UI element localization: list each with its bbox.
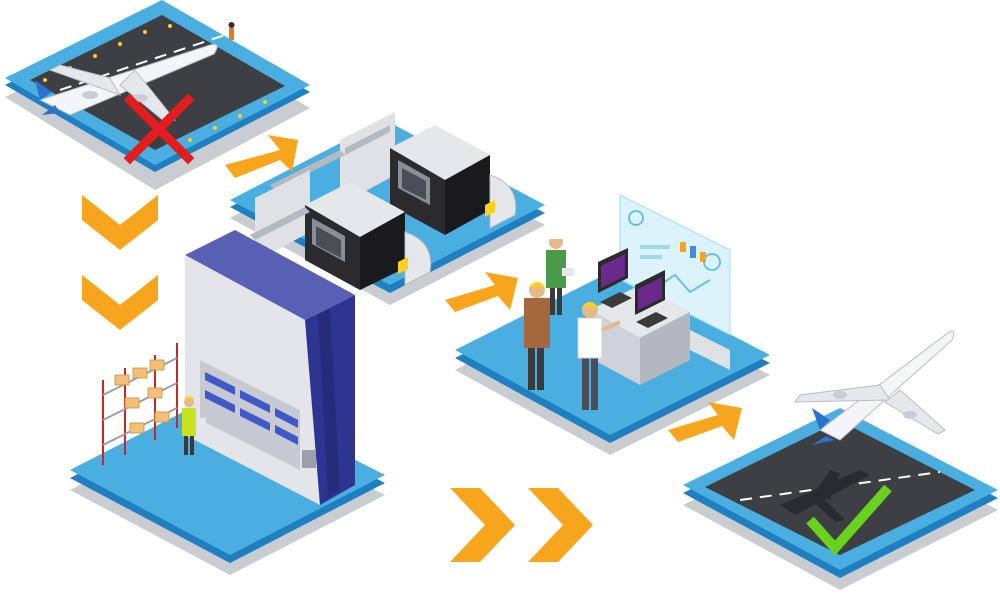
- technician-figure: [577, 302, 621, 410]
- chevron-arrow-icon: [528, 488, 593, 562]
- ground-crew-figure: [228, 22, 235, 40]
- runway: [30, 15, 285, 150]
- vertical-lift-module-icon: [185, 230, 355, 505]
- airplane-shadow: [780, 470, 870, 522]
- chevron-arrow-icon: [225, 135, 298, 178]
- chevron-arrow-icon: [668, 402, 742, 442]
- stage-aircraft-ready: [683, 330, 998, 590]
- cnc-machine-icon: [270, 112, 517, 235]
- platform-top: [70, 392, 385, 555]
- holographic-dashboard-icon: [619, 194, 731, 336]
- approve-mark-icon: [806, 484, 892, 556]
- runway-lights: [43, 24, 267, 142]
- warehouse-worker-figure: [182, 396, 206, 455]
- stage-control-room: [455, 194, 770, 455]
- stage-cnc-machining: [230, 112, 545, 305]
- reject-mark-icon: [123, 93, 195, 165]
- airplane-icon: [794, 330, 955, 445]
- chevron-arrow-icon: [82, 275, 158, 330]
- airplane-icon: [35, 43, 218, 123]
- supervisor-figure: [524, 282, 550, 390]
- chevron-arrow-icon: [445, 272, 518, 312]
- stage-vertical-storage: [70, 230, 385, 575]
- cnc-machine-icon: [250, 170, 432, 290]
- engineer-figure: [546, 234, 574, 315]
- chevron-arrow-icon: [450, 488, 515, 562]
- flow-arrows: [82, 135, 742, 562]
- control-console-icon: [590, 248, 730, 385]
- chevron-arrow-icon: [82, 195, 158, 250]
- stage-grounded-aircraft: [5, 0, 310, 190]
- storage-rack-icon: [102, 343, 178, 465]
